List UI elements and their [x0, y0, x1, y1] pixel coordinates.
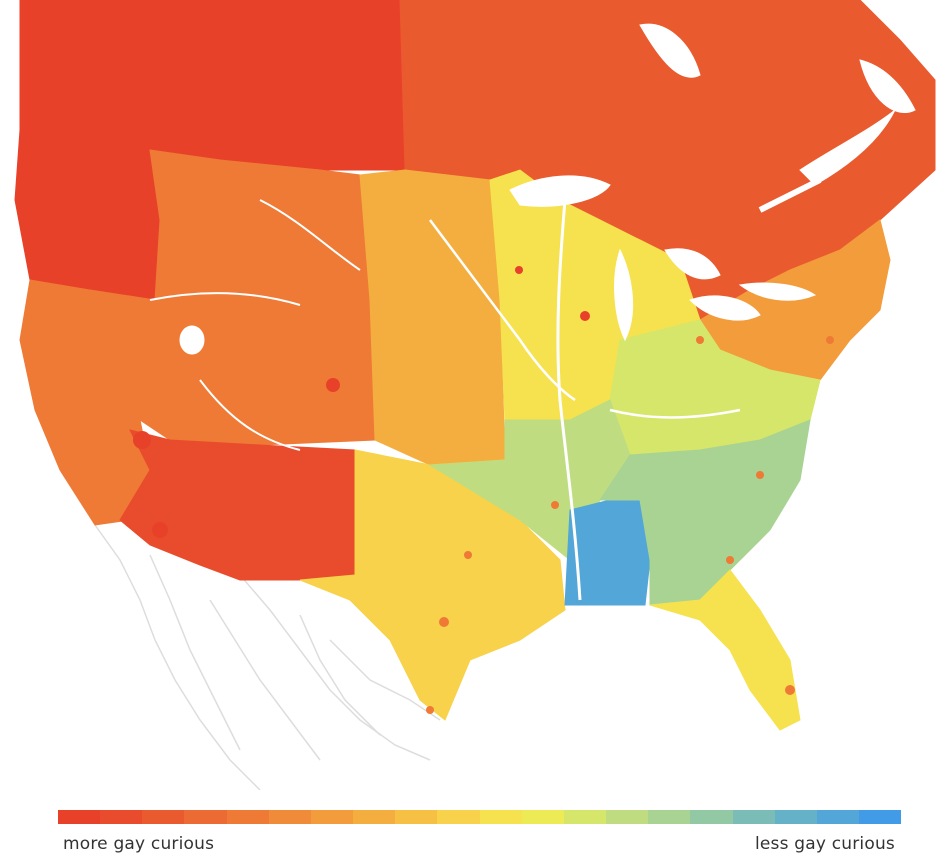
region-pacific-northwest	[14, 129, 161, 301]
legend-swatch	[184, 810, 227, 824]
region-plains	[359, 169, 506, 466]
legend-swatch	[268, 810, 311, 824]
choropleth-map	[14, 0, 936, 790]
legend-swatch	[395, 810, 438, 824]
legend-swatch	[816, 810, 859, 824]
legend-swatch	[521, 810, 564, 824]
region-florida	[649, 569, 801, 731]
legend-swatch	[100, 810, 143, 824]
legend-swatch	[858, 810, 902, 824]
legend-right-label: less gay curious	[754, 834, 895, 854]
legend-swatch	[563, 810, 607, 824]
legend-swatch	[353, 810, 396, 824]
legend-swatch	[58, 810, 101, 824]
legend-swatch	[479, 810, 522, 824]
legend-swatch	[310, 810, 354, 824]
metro-hotspots	[133, 266, 834, 714]
map-canvas	[14, 0, 936, 790]
legend-left-label: more gay curious	[63, 834, 215, 854]
legend-swatch	[774, 810, 817, 824]
legend-swatch	[606, 810, 649, 824]
legend-swatch	[648, 810, 691, 824]
region-southwest	[119, 429, 356, 581]
legend-swatch	[732, 810, 775, 824]
legend-color-bar	[58, 810, 902, 824]
mexico-outline	[94, 524, 441, 790]
color-legend: more gay curious less gay curious	[58, 810, 902, 860]
legend-swatch	[690, 810, 733, 824]
legend-swatch	[142, 810, 185, 824]
legend-swatch	[437, 810, 480, 824]
water-features	[149, 23, 916, 601]
legend-swatch	[226, 810, 269, 824]
